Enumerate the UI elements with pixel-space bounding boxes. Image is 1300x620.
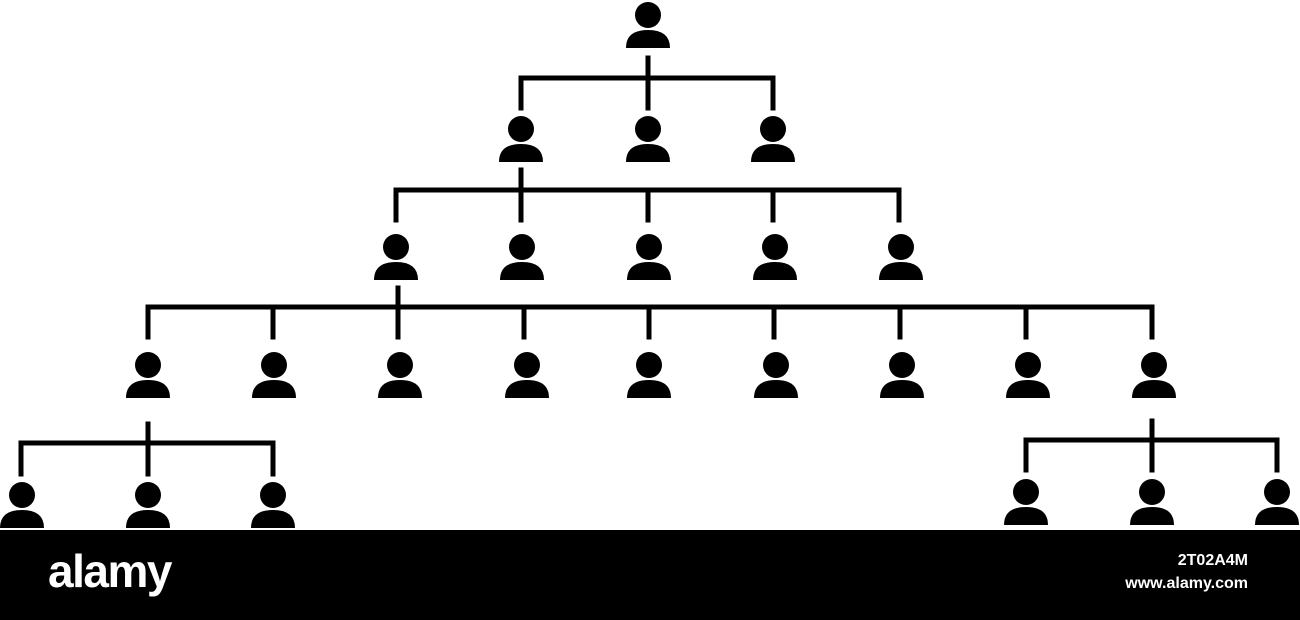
org-chart: [0, 2, 1299, 528]
person-icon: [1132, 352, 1176, 398]
person-icon: [626, 116, 670, 162]
person-icon: [499, 116, 543, 162]
person-icon: [627, 352, 671, 398]
site-url: www.alamy.com: [1125, 575, 1248, 592]
person-icon: [251, 482, 295, 528]
brand-logo: alamy: [48, 545, 172, 597]
person-icon: [378, 352, 422, 398]
person-icon: [626, 2, 670, 48]
image-id: 2T02A4M: [1177, 552, 1248, 569]
person-icon: [751, 116, 795, 162]
person-icon: [1006, 352, 1050, 398]
person-icon: [1004, 479, 1048, 525]
person-icon: [754, 352, 798, 398]
person-icon: [753, 234, 797, 280]
watermark-footer: alamy 2T02A4M www.alamy.com: [0, 530, 1300, 620]
person-icon: [880, 352, 924, 398]
person-icon: [1255, 479, 1299, 525]
person-icon: [879, 234, 923, 280]
person-icon: [505, 352, 549, 398]
person-icon: [126, 482, 170, 528]
person-icon: [500, 234, 544, 280]
person-icon: [1130, 479, 1174, 525]
person-icon: [252, 352, 296, 398]
person-icon: [374, 234, 418, 280]
person-icon: [0, 482, 44, 528]
person-icon: [627, 234, 671, 280]
person-icon: [126, 352, 170, 398]
